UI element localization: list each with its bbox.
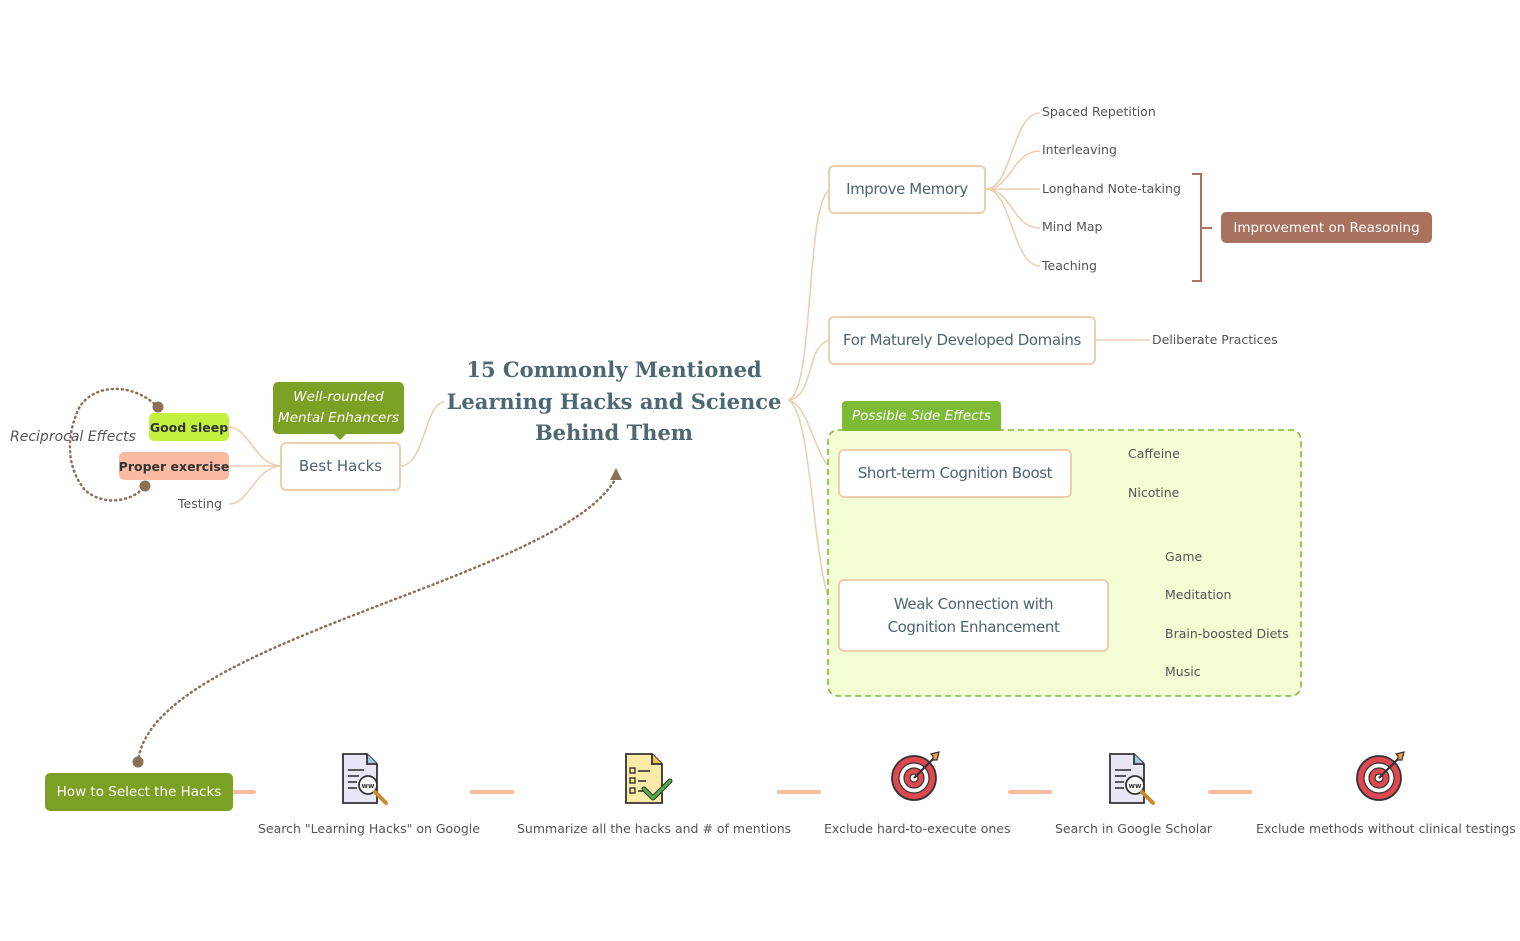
leaf-music[interactable]: Music — [1165, 664, 1201, 679]
link-best-testing — [228, 465, 283, 505]
leaf-brain-boosted-diets[interactable]: Brain-boosted Diets — [1165, 626, 1289, 641]
leaf-proper-exercise-label: Proper exercise — [118, 458, 230, 474]
relationship-selection — [136, 476, 618, 764]
summary-label: Improvement on Reasoning — [1233, 219, 1420, 236]
leaf-nicotine[interactable]: Nicotine — [1128, 485, 1180, 500]
leaf-game[interactable]: Game — [1165, 549, 1203, 564]
relationship-label[interactable]: Reciprocal Effects — [10, 429, 136, 445]
leaf-spaced-repetition[interactable]: Spaced Repetition — [1042, 104, 1156, 119]
leaf-mind-map[interactable]: Mind Map — [1042, 219, 1103, 234]
boundary-label-tab[interactable]: Possible Side Effects — [842, 401, 1001, 431]
target-icon — [891, 751, 940, 801]
topic-how-to-select[interactable]: How to Select the Hacks — [45, 773, 233, 811]
step-label-5[interactable]: Exclude methods without clinical testing… — [1256, 821, 1516, 836]
link-root-improve-memory — [787, 189, 831, 401]
topic-mature-domains[interactable]: For Maturely Developed Domains — [828, 316, 1096, 365]
leaf-meditation[interactable]: Meditation — [1165, 587, 1232, 602]
document-search-icon: ww — [1109, 753, 1155, 805]
topic-weak-connection-label: Weak Connection with Cognition Enhanceme… — [887, 594, 1060, 636]
document-search-icon: ww — [342, 753, 388, 805]
step-label-3[interactable]: Exclude hard-to-execute ones — [824, 821, 1011, 836]
topic-improve-memory[interactable]: Improve Memory — [828, 165, 986, 214]
central-topic[interactable]: 15 Commonly Mentioned Learning Hacks and… — [446, 357, 782, 445]
topic-mature-domains-label: For Maturely Developed Domains — [843, 331, 1081, 349]
callout-pointer — [333, 433, 347, 440]
topic-how-to-select-label: How to Select the Hacks — [56, 784, 222, 800]
link-root-mature-domains — [787, 339, 831, 401]
leaf-longhand-note-taking[interactable]: Longhand Note-taking — [1042, 181, 1181, 196]
topic-short-term-boost[interactable]: Short-term Cognition Boost — [838, 449, 1072, 498]
topic-improve-memory-label: Improve Memory — [846, 180, 968, 198]
leaf-deliberate-practices[interactable]: Deliberate Practices — [1152, 332, 1278, 347]
callout-mental-enhancers[interactable]: Well-rounded Mental Enhancers — [273, 382, 404, 434]
link-root-best-hacks — [399, 401, 445, 467]
step-label-2[interactable]: Summarize all the hacks and # of mention… — [517, 821, 792, 836]
leaf-proper-exercise[interactable]: Proper exercise — [119, 452, 229, 480]
topic-best-hacks[interactable]: Best Hacks — [280, 442, 401, 491]
target-icon — [1356, 751, 1405, 801]
topic-best-hacks-label: Best Hacks — [298, 457, 383, 475]
checklist-icon — [625, 753, 673, 804]
svg-text:ww: ww — [1129, 782, 1142, 790]
link-best-good-sleep — [228, 426, 283, 467]
leaf-good-sleep[interactable]: Good sleep — [149, 413, 229, 441]
svg-text:ww: ww — [362, 782, 375, 790]
leaf-good-sleep-label: Good sleep — [149, 419, 229, 435]
summary-bracket — [1192, 173, 1212, 282]
callout-label: Well-rounded Mental Enhancers — [278, 389, 399, 426]
summary-improvement-reasoning[interactable]: Improvement on Reasoning — [1221, 212, 1432, 243]
boundary-label: Possible Side Effects — [852, 408, 991, 424]
step-label-4[interactable]: Search in Google Scholar — [1055, 821, 1212, 836]
topic-weak-connection[interactable]: Weak Connection with Cognition Enhanceme… — [838, 579, 1109, 652]
step-label-1[interactable]: Search "Learning Hacks" on Google — [258, 821, 480, 836]
leaf-caffeine[interactable]: Caffeine — [1128, 446, 1180, 461]
relationship-reciprocal — [68, 387, 160, 502]
leaf-teaching[interactable]: Teaching — [1042, 258, 1097, 273]
leaf-interleaving[interactable]: Interleaving — [1042, 142, 1117, 157]
leaf-testing[interactable]: Testing — [178, 496, 222, 511]
topic-short-term-label: Short-term Cognition Boost — [857, 464, 1053, 482]
